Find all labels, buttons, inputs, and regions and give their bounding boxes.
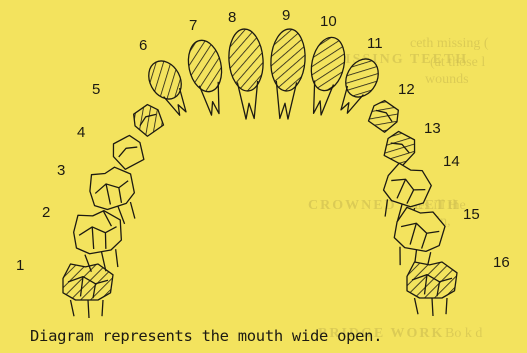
tooth-9: [267, 28, 307, 120]
tooth-crown: [269, 28, 307, 92]
tooth-number-9: 9: [282, 8, 290, 23]
tooth-crown: [307, 34, 350, 93]
tooth-number-11: 11: [367, 36, 383, 51]
tooth-number-7: 7: [189, 18, 197, 33]
tooth-16: [407, 262, 457, 316]
tooth-12: [365, 97, 403, 134]
tooth-crown: [129, 101, 167, 138]
tooth-number-13: 13: [424, 121, 441, 136]
tooth-crown: [380, 129, 420, 168]
diagram-caption: Diagram represents the mouth wide open.: [30, 327, 382, 345]
tooth-crown: [71, 208, 125, 256]
tooth-number-3: 3: [57, 163, 65, 178]
tooth-1: [63, 264, 113, 318]
tooth-number-8: 8: [228, 10, 236, 25]
tooth-crown: [108, 133, 148, 172]
tooth-number-6: 6: [139, 38, 147, 53]
tooth-13: [380, 129, 420, 168]
tooth-crown: [184, 37, 226, 95]
tooth-number-14: 14: [443, 154, 460, 169]
tooth-crown: [227, 28, 265, 92]
tooth-number-12: 12: [398, 82, 415, 97]
tooth-4: [108, 133, 148, 172]
tooth-number-5: 5: [92, 82, 100, 97]
tooth-8: [227, 28, 267, 120]
tooth-crown: [381, 161, 435, 211]
tooth-root: [415, 298, 448, 316]
tooth-7: [184, 37, 231, 117]
tooth-crown: [393, 206, 447, 254]
tooth-number-16: 16: [493, 255, 510, 270]
tooth-number-15: 15: [463, 207, 480, 222]
tooth-number-1: 1: [16, 258, 24, 273]
tooth-crown: [365, 97, 403, 134]
tooth-number-10: 10: [320, 14, 337, 29]
tooth-crown: [407, 262, 457, 298]
tooth-number-2: 2: [42, 205, 50, 220]
tooth-number-4: 4: [77, 125, 85, 140]
tooth-root: [71, 300, 104, 318]
tooth-5: [129, 101, 167, 138]
